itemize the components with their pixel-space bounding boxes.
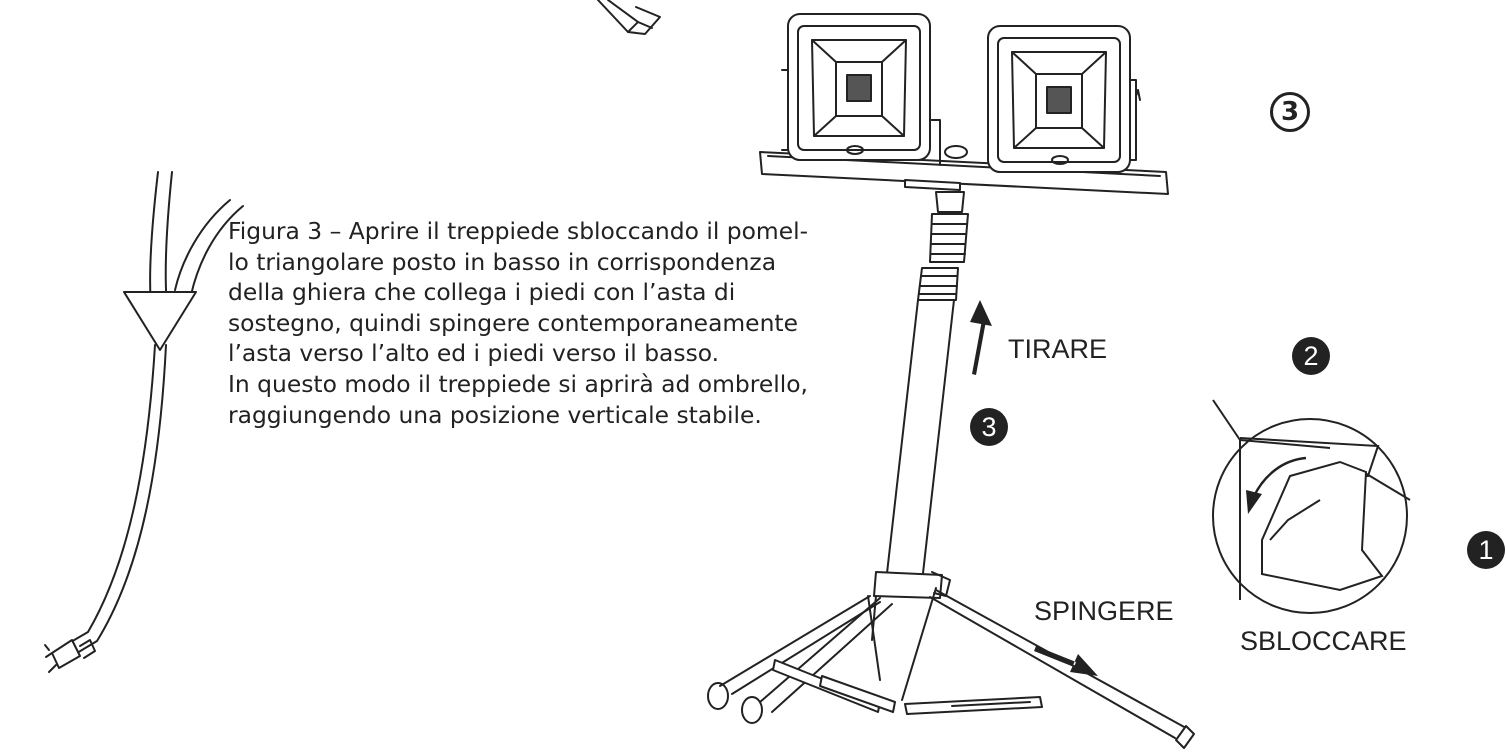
push-step-badge: 1 [1467,531,1505,569]
caption-line: lo triangolare posto in basso in corrisp… [228,247,777,276]
cable-clip [123,291,197,351]
push-arrow [1034,646,1098,676]
figure-number-badge: 3 [1270,92,1310,132]
caption-line: l’asta verso l’alto ed i piedi verso il … [228,339,720,368]
lamp-right [987,25,1141,173]
caption-line: sostegno, quindi spingere contemporaneam… [228,308,798,337]
unlock-step-badge: 2 [1292,337,1330,375]
pull-arrow [970,300,992,375]
caption-line: Figura 3 – Aprire il treppiede sbloccand… [228,217,809,245]
caption-line: In questo modo il treppiede si aprirà ad… [228,369,808,398]
stray-tube-end [597,0,661,35]
knob-detail-inset [1212,399,1411,614]
power-plug [44,639,96,673]
push-label: SPINGERE [1034,596,1174,626]
unlock-label: SBLOCCARE [1240,626,1407,656]
leg-braces [772,587,1043,715]
lamp-left [781,13,941,166]
tripod-pole [885,191,969,583]
pull-label: TIRARE [1008,334,1108,364]
caption-line: raggiungendo una posizione verticale sta… [228,400,762,429]
bar-knob [944,145,968,159]
tripod-collar [871,571,951,641]
power-cable [63,171,244,657]
pull-step-badge: 3 [970,408,1008,446]
caption-line: della ghiera che collega i piedi con l’a… [228,278,736,307]
figure-caption: Figura 3 – Aprire il treppiede sbloccand… [228,216,809,430]
